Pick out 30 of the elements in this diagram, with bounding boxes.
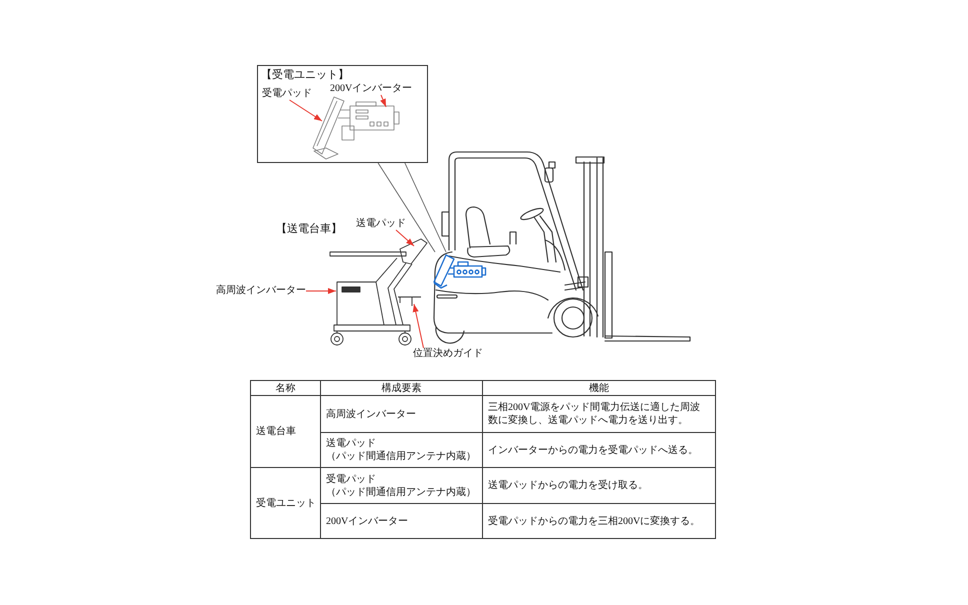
callout-inset-box [257,65,428,163]
component-name: 高周波インバーター [326,408,416,420]
part-label: 高周波インバーター [216,285,306,297]
leader-arrow [396,230,414,246]
column-header: 構成要素 [382,382,422,394]
inset-heading: 【受電ユニット】 [261,68,349,81]
component-name: 送電パッド [326,437,376,450]
part-label: 受電パッド [262,88,312,100]
callout-line [404,162,446,252]
leader-arrow [289,100,322,122]
function-description: インバーターからの電力を受電パッドへ送る。 [488,444,698,456]
function-description: 送電パッドからの電力を受け取る。 [488,479,648,492]
column-header: 機能 [589,382,609,394]
component-name: 200Vインバーター [326,514,408,528]
leader-arrow [412,304,424,348]
function-description: 三相200V電源をパッド間電力伝送に適した周波数に変換し、送電パッドへ電力を送り出す。 [488,401,702,427]
part-label: 200Vインバーター [330,83,412,95]
section-heading: 【送電台車】 [276,222,342,235]
row-group-label: 受電ユニット [256,496,316,510]
leader-arrow [380,94,386,108]
column-header: 名称 [276,382,296,394]
leader-arrow [306,288,336,294]
component-name: （パッド間通信用アンテナ内蔵） [326,450,476,463]
component-name: 受電パッド [326,472,376,486]
part-label: 送電パッド [356,218,406,230]
row-group-label: 送電台車 [256,425,296,438]
part-label: 位置決めガイド [413,348,483,360]
function-description: 受電パッドからの電力を三相200Vに変換する。 [488,514,700,528]
callout-line [378,162,436,252]
component-name: （パッド間通信用アンテナ内蔵） [326,486,476,498]
